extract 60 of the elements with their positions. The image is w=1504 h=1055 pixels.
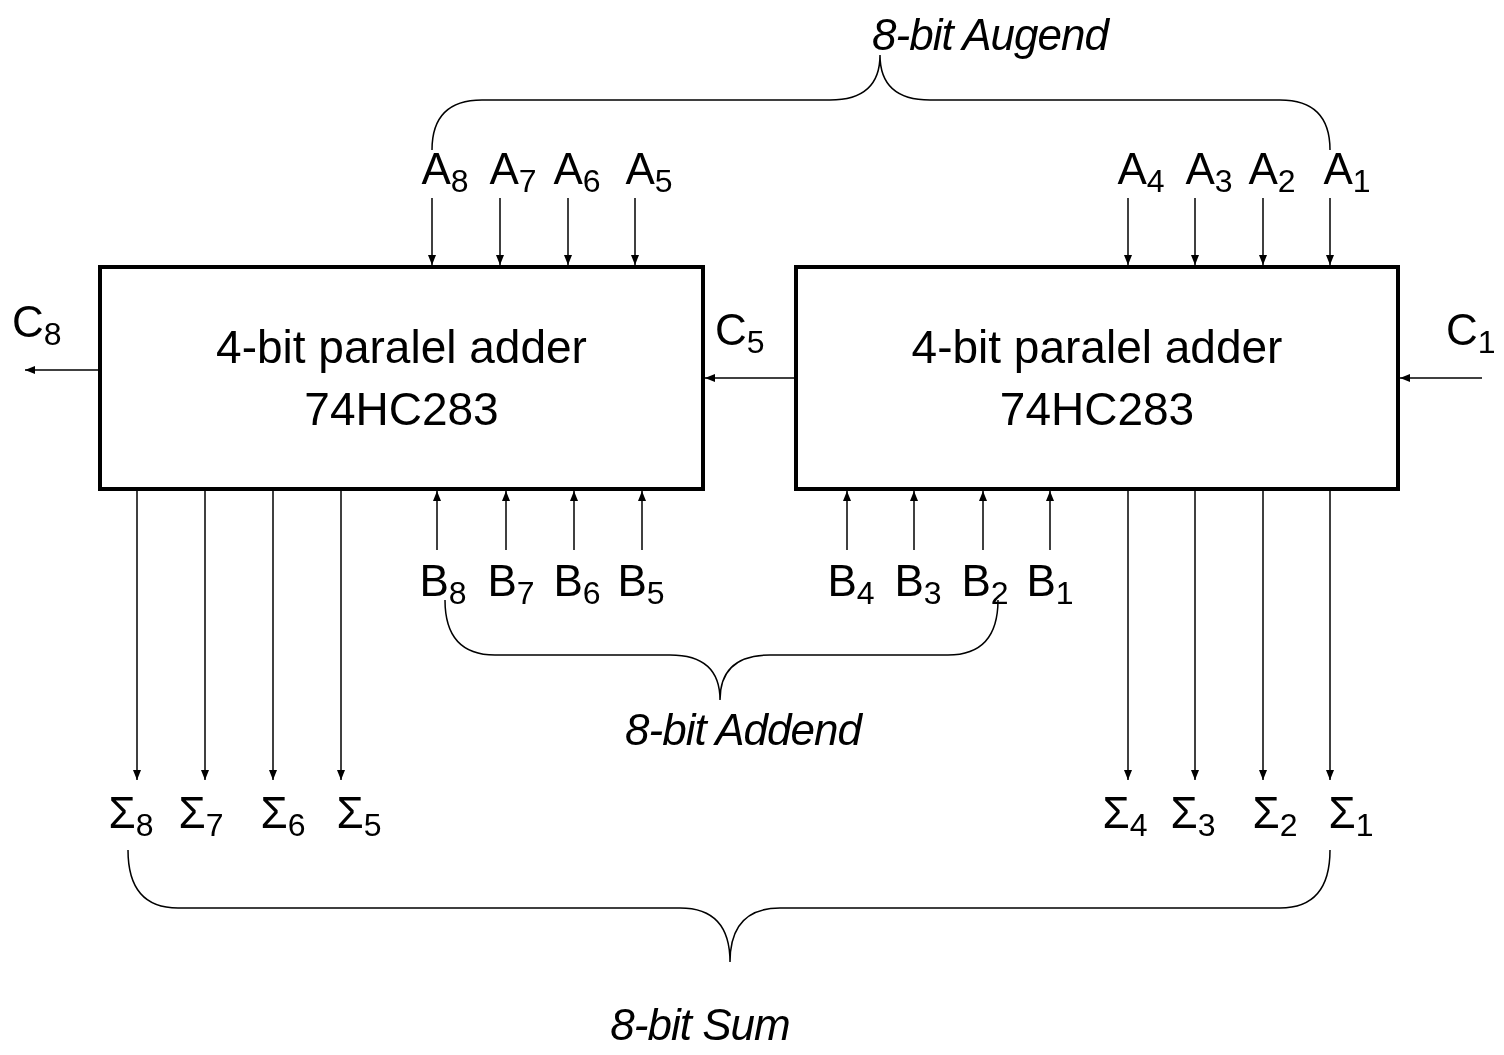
arrow: [1326, 197, 1334, 266]
pin-label: Σ$_{6}$: [250, 780, 316, 846]
arrow: [496, 197, 504, 266]
arrow: [433, 490, 441, 551]
arrow: [638, 490, 646, 551]
pin-label: B$_{6}$: [546, 550, 608, 612]
pin-label: A$_{5}$: [618, 140, 680, 198]
arrow: [979, 490, 987, 551]
arrow: [1191, 490, 1199, 781]
arrow: [1326, 490, 1334, 781]
pin-label: Σ$_{8}$: [98, 780, 164, 846]
pin-label: B$_{2}$: [954, 550, 1016, 612]
arrow: [570, 490, 578, 551]
arrow: [1124, 490, 1132, 781]
arrow: [1259, 490, 1267, 781]
pin-label: B$_{3}$: [887, 550, 949, 612]
pin-label: A$_{2}$: [1241, 140, 1303, 198]
arrow: [1259, 197, 1267, 266]
arrow: [1399, 374, 1483, 382]
pin-label: A$_{6}$: [546, 140, 608, 198]
block-text: 74HC283: [999, 382, 1195, 437]
group-label: 8-bit Addend: [624, 704, 864, 756]
pin-label: A$_{3}$: [1178, 140, 1240, 198]
pin-label: Σ$_{4}$: [1092, 780, 1158, 846]
pin-label: Σ$_{2}$: [1242, 780, 1308, 846]
arrow: [1124, 197, 1132, 266]
arrow: [269, 490, 277, 781]
arrow: [133, 490, 141, 781]
pin-label: B$_{1}$: [1019, 550, 1081, 612]
arrow: [910, 490, 918, 551]
group-label: 8-bit Augend: [871, 9, 1111, 61]
pin-label: A$_{1}$: [1316, 140, 1378, 198]
pin-label: Σ$_{1}$: [1318, 780, 1384, 846]
adder-block: [98, 265, 705, 491]
pin-label: A$_{7}$: [482, 140, 544, 198]
arrow: [564, 197, 572, 266]
pin-label: B$_{8}$: [412, 550, 474, 612]
block-text: 74HC283: [304, 382, 499, 437]
adder-block: [794, 265, 1400, 491]
pin-label: Σ$_{5}$: [326, 780, 392, 846]
arrow: [704, 374, 795, 382]
pin-label: Σ$_{7}$: [168, 780, 234, 846]
arrow: [502, 490, 510, 551]
pin-label: B$_{4}$: [820, 550, 882, 612]
group-label: 8-bit Sum: [609, 999, 791, 1051]
pin-label: A$_{8}$: [414, 140, 476, 198]
pin-label: A$_{4}$: [1110, 140, 1172, 198]
arrow: [428, 197, 436, 266]
pin-label: B$_{7}$: [480, 550, 542, 612]
block-text: 4-bit paralel adder: [216, 320, 587, 375]
pin-label: Σ$_{3}$: [1160, 780, 1226, 846]
pin-label: B$_{5}$: [610, 550, 672, 612]
block-text: 4-bit paralel adder: [911, 320, 1283, 375]
arrow: [1046, 490, 1054, 551]
arrow: [1191, 197, 1199, 266]
arrow: [337, 490, 345, 781]
arrow: [631, 197, 639, 266]
arrow: [24, 366, 99, 374]
arrow: [201, 490, 209, 781]
arrow: [843, 490, 851, 551]
